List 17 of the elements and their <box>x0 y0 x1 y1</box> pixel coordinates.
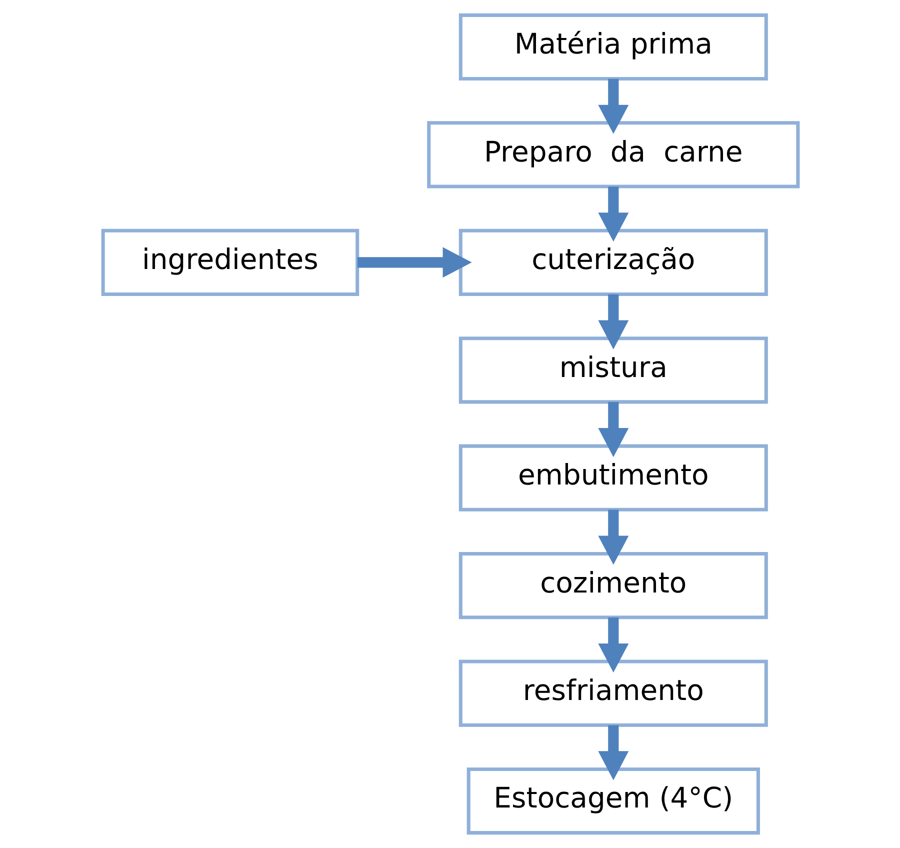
node-box: Estocagem (4°C) <box>466 767 760 835</box>
node-box: resfriamento <box>458 660 768 727</box>
arrow <box>598 402 628 458</box>
node-box: cuterização <box>458 228 768 296</box>
arrow <box>598 725 628 780</box>
node-box: Preparo da carne <box>426 121 800 188</box>
node-box: Matéria prima <box>458 13 768 81</box>
node-box: embutimento <box>458 444 768 512</box>
arrow <box>598 294 628 350</box>
arrow <box>598 186 628 242</box>
node-box: cozimento <box>458 552 768 620</box>
arrow <box>598 78 628 134</box>
node-box: ingredientes <box>100 228 359 296</box>
arrow <box>356 247 472 278</box>
node-box: mistura <box>458 336 768 404</box>
arrow <box>598 510 628 565</box>
arrow <box>598 617 628 672</box>
